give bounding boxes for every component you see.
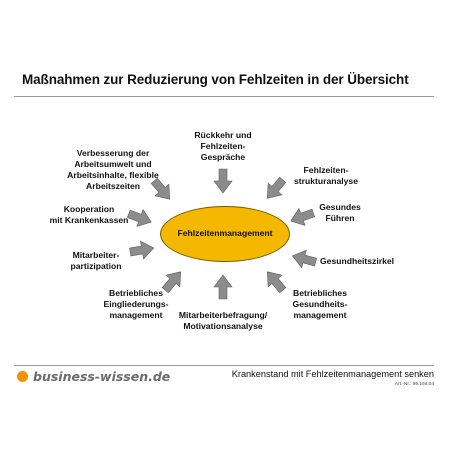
arrow-arbeitsumwelt bbox=[150, 177, 171, 200]
arrow-eingliederung bbox=[161, 271, 182, 294]
measure-rueckkehr: Rückkehr und Fehlzeiten- Gespräche bbox=[194, 130, 252, 162]
measure-gesundes-fuehren: Gesundes Führen bbox=[319, 202, 361, 223]
measure-arbeitsumwelt: Verbesserung der Arbeitsumwelt und Arbei… bbox=[67, 148, 159, 191]
logo-text: business-wissen.de bbox=[33, 369, 171, 384]
center-label: Fehlzeitenmanagement bbox=[177, 228, 273, 238]
measure-partizipation: Mitarbeiter- partizipation bbox=[70, 250, 122, 271]
arrow-rueckkehr bbox=[213, 168, 233, 194]
footer-divider bbox=[14, 365, 434, 366]
brand-logo: business-wissen.de bbox=[17, 369, 170, 384]
title-divider bbox=[14, 96, 434, 97]
page-title: Maßnahmen zur Reduzierung von Fehlzeiten… bbox=[22, 72, 409, 87]
measure-kooperation: Kooperation mit Krankenkassen bbox=[49, 204, 129, 225]
measure-mitarbeiterbefragung: Mitarbeiterbefragung/ Motivationsanalyse bbox=[178, 310, 268, 331]
measure-gesundheitsmanagement: Betriebliches Gesundheits- management bbox=[292, 288, 348, 320]
arrow-gesundheitsmanagement bbox=[266, 271, 287, 294]
arrow-kooperation bbox=[126, 208, 152, 227]
logo-dot-icon bbox=[17, 371, 28, 382]
arrow-mitarbeiterbefragung bbox=[213, 274, 233, 300]
article-number: Art.-Nr.: 99.194.04 bbox=[394, 382, 434, 387]
measure-gesundheitszirkel: Gesundheitszirkel bbox=[320, 256, 395, 266]
footer-caption: Krankenstand mit Fehlzeitenmanagement se… bbox=[231, 369, 434, 379]
arrow-gesundheitszirkel bbox=[291, 249, 317, 269]
center-ellipse bbox=[160, 206, 290, 262]
measure-fehlzeitenstruktur: Fehlzeiten- strukturanalyse bbox=[293, 165, 358, 186]
arrow-partizipation bbox=[129, 240, 155, 260]
arrow-fehlzeitenstruktur bbox=[266, 176, 287, 199]
arrow-gesundes-fuehren bbox=[290, 207, 316, 226]
measure-eingliederung: Betriebliches Eingliederungs- management bbox=[103, 288, 169, 320]
